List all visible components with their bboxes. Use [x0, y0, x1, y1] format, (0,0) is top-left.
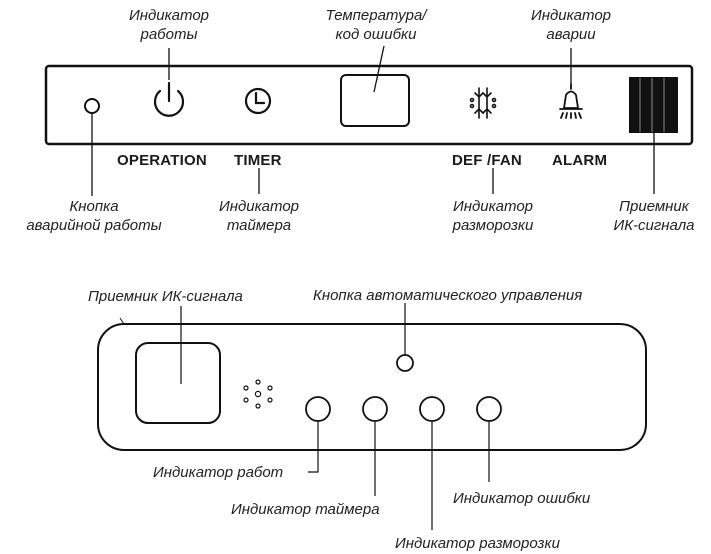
callout-timer-indicator: Индикатор таймера [218, 198, 300, 234]
panel-label-alarm: ALARM [552, 152, 608, 169]
bottom-error-led [476, 396, 502, 422]
clock-icon [244, 87, 272, 115]
bottom-defrost-led [419, 396, 445, 422]
bottom-panel-frame [97, 323, 647, 451]
callout-ir-receiver: Приемник ИК-сигнала [613, 198, 695, 234]
callout-defrost-indicator: Индикатор разморозки [452, 198, 534, 234]
bottom-ir-window [135, 342, 221, 424]
leader-temperature [373, 45, 385, 93]
callout-bottom-defrost: Индикатор разморозки [395, 535, 560, 552]
power-icon [153, 81, 185, 117]
snowflake-defrost-icon [469, 87, 497, 119]
leader-bottom-operation [308, 421, 319, 473]
callout-auto-button: Кнопка автоматического управления [313, 287, 583, 304]
buzzer-dots [243, 379, 273, 409]
top-panel-frame [44, 64, 694, 146]
callout-bottom-error: Индикатор ошибки [453, 490, 591, 507]
callout-operation-indicator: Индикатор работы [128, 7, 210, 43]
panel-label-def-fan: DEF /FAN [452, 152, 522, 169]
callout-bottom-operation: Индикатор работ [153, 464, 284, 481]
auto-control-button[interactable] [396, 354, 414, 372]
bottom-timer-led [362, 396, 388, 422]
callout-bottom-timer: Индикатор таймера [231, 501, 380, 518]
temperature-display [340, 74, 410, 127]
callout-temperature-display: Температура/ код ошибки [325, 7, 427, 43]
callout-bottom-ir-receiver: Приемник ИК-сигнала [88, 288, 243, 305]
callout-alarm-indicator: Индикатор аварии [530, 7, 612, 43]
panel-label-operation: OPERATION [117, 152, 207, 169]
emergency-button[interactable] [84, 98, 100, 114]
bell-alarm-icon [559, 83, 583, 119]
callout-emergency-button: Кнопка аварийной работы [26, 198, 162, 234]
panel-label-timer: TIMER [234, 152, 282, 169]
bottom-operation-led [305, 396, 331, 422]
ir-receiver-window-icon [629, 77, 678, 133]
